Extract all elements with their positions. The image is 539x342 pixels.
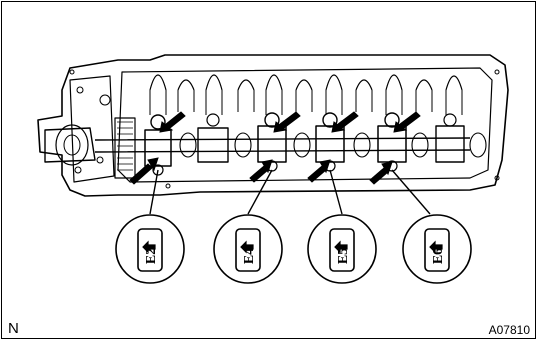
arrow-5a [369, 161, 393, 185]
arrow-3b [273, 111, 301, 133]
leader-e6 [391, 169, 431, 215]
cap-label-e2: E2 [144, 248, 159, 264]
arrow-4b [331, 111, 359, 133]
cap-arrow-e5 [334, 240, 348, 254]
bearing-cap-6 [435, 113, 465, 163]
arrow-3a [249, 159, 273, 183]
cap-arrow-e6 [429, 240, 443, 254]
arrow-1a [129, 157, 159, 185]
arrow-4a [307, 159, 331, 183]
bearing-cap-1 [144, 114, 172, 176]
cap-label-e4: E4 [242, 248, 257, 264]
leader-e5 [329, 169, 343, 215]
cylinder-head-outline [37, 54, 509, 197]
camshaft [94, 137, 471, 153]
cap-label-e6: E6 [431, 248, 446, 264]
bearing-cap-2 [197, 113, 229, 163]
arrow-5b [393, 111, 421, 133]
cap-arrow-e2 [142, 240, 156, 254]
leader-e4 [247, 169, 273, 215]
figure-id: A07810 [488, 323, 530, 337]
cap-label-e5: E5 [336, 248, 351, 264]
leader-e2 [149, 169, 159, 215]
cap-arrow-e4 [240, 240, 254, 254]
arrow-1b [159, 111, 186, 133]
corner-label-n: N [8, 320, 19, 337]
